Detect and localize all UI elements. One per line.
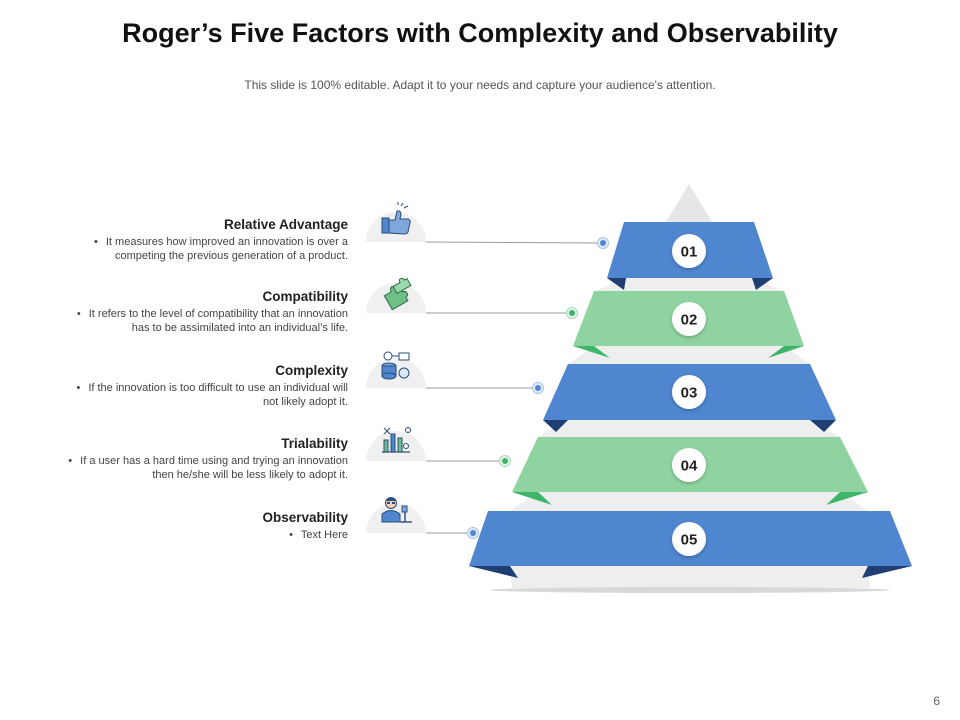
tier-fold-left bbox=[543, 420, 568, 432]
factor-complexity: Complexity • If the innovation is too dif… bbox=[60, 363, 348, 409]
factor-name: Complexity bbox=[275, 363, 348, 378]
icon-backdrop bbox=[366, 431, 426, 461]
connector-5 bbox=[426, 527, 479, 539]
pyramid-base bbox=[510, 566, 870, 588]
factor-description: If a user has a hard time using and tryi… bbox=[80, 455, 348, 481]
connector-2 bbox=[426, 307, 578, 319]
tier-fold-right bbox=[752, 278, 773, 290]
tier-fold-left bbox=[607, 278, 626, 290]
factor-description: It measures how improved an innovation i… bbox=[105, 236, 348, 262]
scientist-microscope-icon bbox=[381, 497, 412, 523]
tier-number: 04 bbox=[681, 458, 698, 475]
factor-description: If the innovation is too difficult to us… bbox=[88, 382, 348, 408]
lab-flasks-icon bbox=[382, 427, 411, 453]
factor-description: Text Here bbox=[300, 529, 348, 541]
factor-description-block: • If the innovation is too difficult to u… bbox=[60, 382, 348, 409]
factor-name: Compatibility bbox=[262, 289, 348, 304]
slide-subtitle: This slide is 100% editable. Adapt it to… bbox=[244, 78, 716, 92]
bullet: • bbox=[76, 382, 81, 394]
factor-description-block: • If a user has a hard time using and try… bbox=[60, 455, 348, 482]
tier-fold-left bbox=[573, 346, 610, 358]
factor-observability: Observability • Text Here bbox=[60, 510, 348, 543]
pyramid-gap-4 bbox=[510, 492, 868, 511]
puzzle-icon bbox=[383, 277, 412, 311]
pyramid-gap-3 bbox=[538, 420, 840, 437]
tier-4-number-badge: 04 bbox=[672, 448, 706, 482]
pyramid-shadow bbox=[490, 587, 890, 593]
factor-description-block: • It refers to the level of compatibility… bbox=[60, 308, 348, 335]
tier-number: 01 bbox=[681, 244, 698, 261]
bullet: • bbox=[94, 236, 98, 248]
slide-title: Roger’s Five Factors with Complexity and… bbox=[122, 18, 838, 48]
factor-description: It refers to the level of compatibility … bbox=[88, 308, 348, 334]
pyramid-apex bbox=[666, 184, 712, 222]
factor-relative-advantage: Relative Advantage • It measures how impr… bbox=[60, 217, 348, 263]
factor-compatibility: Compatibility • It refers to the level of… bbox=[60, 289, 348, 335]
factor-description-block: • It measures how improved an innovation … bbox=[60, 236, 348, 263]
tier-fold-right bbox=[826, 492, 868, 505]
tier-2-number-badge: 02 bbox=[672, 302, 706, 336]
factor-name: Observability bbox=[262, 510, 348, 525]
thumbs-up-icon bbox=[381, 202, 411, 235]
factor-trialability: Trialability • If a user has a hard time … bbox=[60, 436, 348, 482]
factor-name: Trialability bbox=[281, 436, 348, 451]
tier-fold-right bbox=[810, 420, 836, 432]
bullet: • bbox=[76, 308, 81, 320]
bullet: • bbox=[68, 455, 73, 467]
tier-fold-right bbox=[862, 566, 912, 578]
page-number: 6 bbox=[933, 694, 940, 708]
pyramid-gap-1 bbox=[594, 278, 784, 292]
connector-4 bbox=[426, 455, 511, 467]
connector-3 bbox=[426, 382, 544, 394]
tier-number: 02 bbox=[681, 312, 698, 329]
connector-1 bbox=[425, 237, 609, 249]
tier-1-number-badge: 01 bbox=[672, 234, 706, 268]
factor-name: Relative Advantage bbox=[223, 217, 348, 232]
tier-number: 03 bbox=[681, 385, 698, 402]
tier-fold-right bbox=[768, 346, 804, 358]
bullet: • bbox=[289, 529, 293, 541]
database-network-icon bbox=[381, 351, 410, 380]
tier-fold-left bbox=[469, 566, 518, 578]
factor-description-block: • Text Here bbox=[60, 529, 348, 543]
tier-number: 05 bbox=[681, 532, 698, 549]
tier-5-number-badge: 05 bbox=[672, 522, 706, 556]
pyramid-gap-2 bbox=[568, 346, 810, 364]
tier-3-number-badge: 03 bbox=[672, 375, 706, 409]
tier-fold-left bbox=[512, 492, 552, 505]
